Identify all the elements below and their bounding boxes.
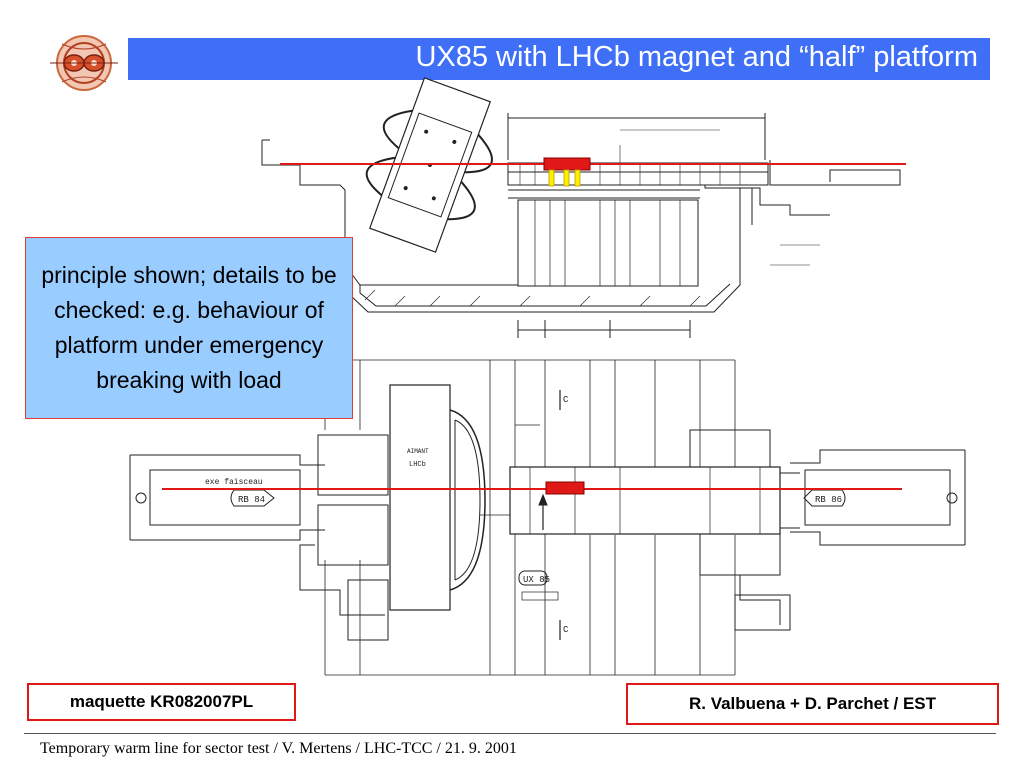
magnet-label-line1: AIMANT <box>407 448 429 455</box>
footer-divider <box>24 733 996 734</box>
callout-note: principle shown; details to be checked: … <box>25 237 353 419</box>
rb86-label: RB 86 <box>815 495 842 505</box>
plan-view <box>129 359 966 676</box>
author-label: R. Valbuena + D. Parchet / EST <box>626 683 999 725</box>
magnet-label-line2: LHCb <box>409 461 426 469</box>
callout-text: principle shown; details to be checked: … <box>41 262 337 393</box>
platform-marker-elevation <box>543 157 591 171</box>
maquette-text: maquette KR082007PL <box>69 692 254 711</box>
maquette-label: maquette KR082007PL <box>27 683 296 721</box>
yellow-supports <box>548 169 581 187</box>
footer-text: Temporary warm line for sector test / V.… <box>40 740 517 757</box>
section-mark-top: C <box>563 395 569 405</box>
platform-marker-plan <box>545 481 585 495</box>
beam-axis-label: exe faisceau <box>205 478 263 487</box>
slide-title: UX85 with LHCb magnet and “half” platfor… <box>415 41 978 73</box>
ux85-label: UX 85 <box>523 575 550 585</box>
elevation-view <box>261 113 901 338</box>
lhc-logo-icon <box>50 35 118 91</box>
author-text: R. Valbuena + D. Parchet / EST <box>688 694 937 713</box>
title-bar: UX85 with LHCb magnet and “half” platfor… <box>128 38 990 80</box>
section-mark-bottom: C <box>563 625 569 635</box>
rb84-label: RB 84 <box>238 495 265 505</box>
